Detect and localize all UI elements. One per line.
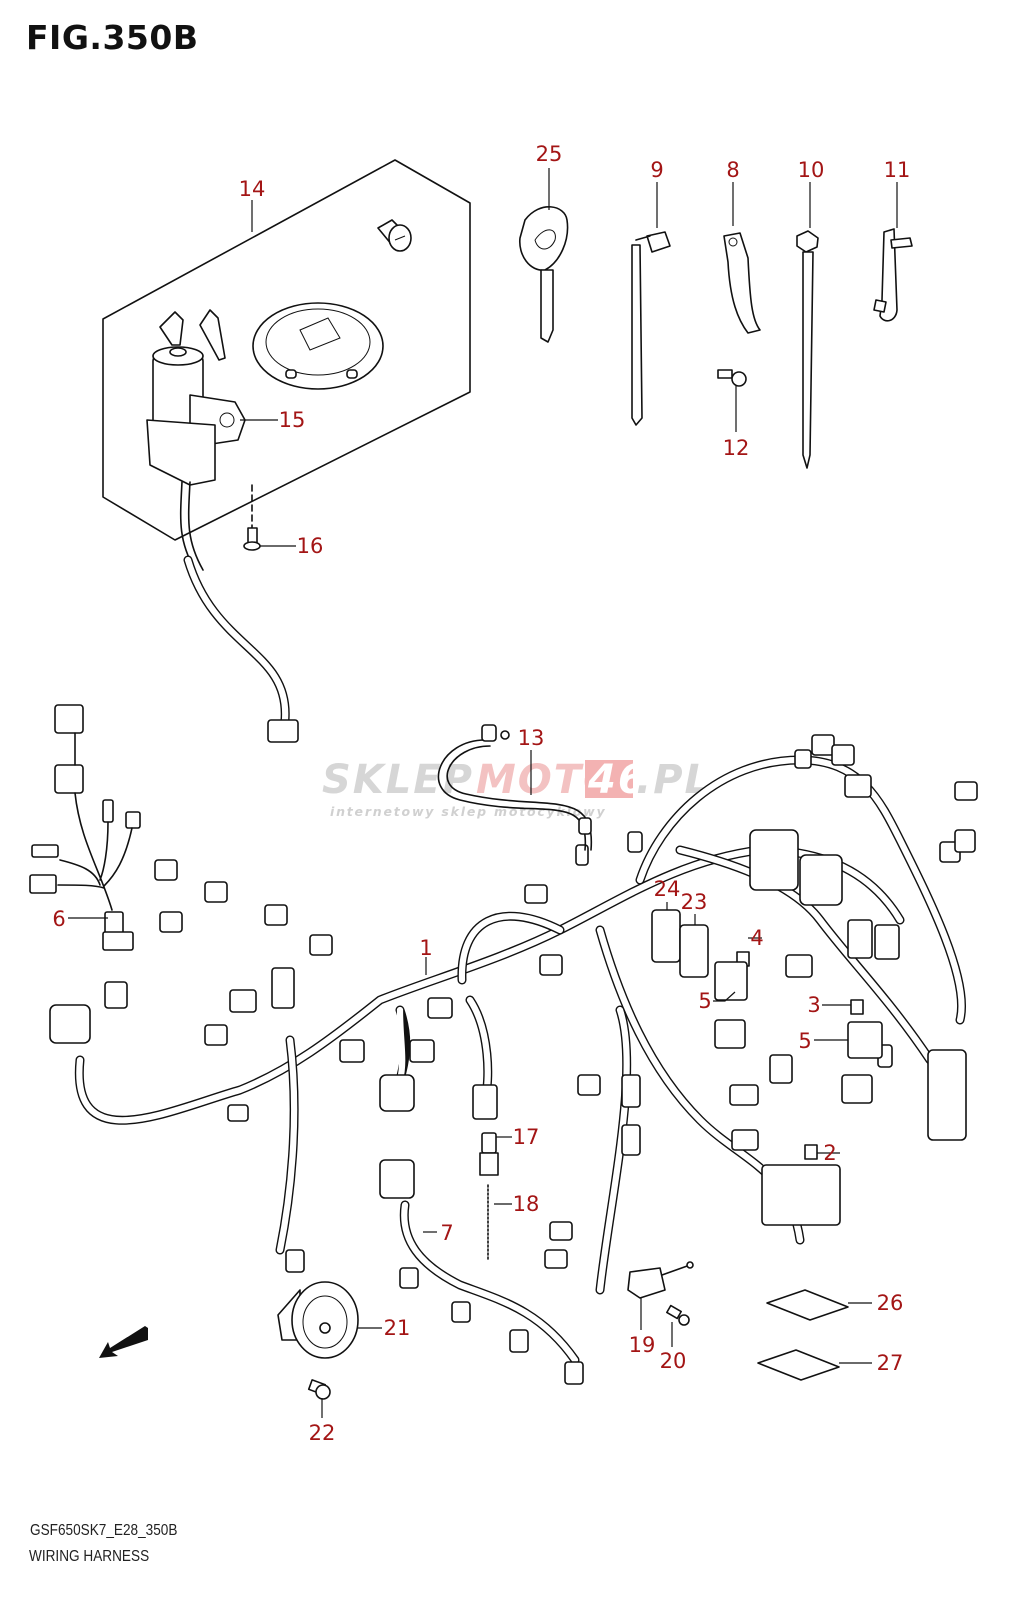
callout-labels: 1 2 3 4 5 5 6 7 8 9 10 11 12 13 14 15 16… xyxy=(52,142,910,1445)
callout-8[interactable]: 8 xyxy=(726,158,739,182)
callout-18[interactable]: 18 xyxy=(513,1192,540,1216)
callout-17[interactable]: 17 xyxy=(513,1125,540,1149)
ignition-connector xyxy=(267,719,299,743)
cable-tie-mount-9-part[interactable] xyxy=(631,231,671,426)
watermark-tagline: internetowy sklep motocyklowy xyxy=(330,804,606,819)
callout-22[interactable]: 22 xyxy=(309,1421,336,1445)
pad-26-part[interactable] xyxy=(766,1289,849,1321)
bolt-22-part[interactable] xyxy=(307,1379,331,1400)
relay-23-part[interactable] xyxy=(679,924,709,978)
harness-connectors xyxy=(154,734,978,1226)
sub-harness-7-part[interactable] xyxy=(379,1159,584,1385)
lock-set-group xyxy=(102,159,471,743)
callout-24[interactable]: 24 xyxy=(654,877,681,901)
clamp-8-part[interactable] xyxy=(723,232,761,334)
key-25-part[interactable] xyxy=(519,206,569,343)
left-round-connector xyxy=(49,1004,91,1044)
callout-10[interactable]: 10 xyxy=(798,158,825,182)
pad-27-part[interactable] xyxy=(757,1349,840,1381)
callout-15[interactable]: 15 xyxy=(279,408,306,432)
horn-21-part[interactable] xyxy=(277,1281,359,1359)
fuel-cap-part[interactable] xyxy=(252,302,384,390)
callout-13[interactable]: 13 xyxy=(518,726,545,750)
callout-3[interactable]: 3 xyxy=(807,993,820,1017)
callout-16[interactable]: 16 xyxy=(297,534,324,558)
bolt-16-part[interactable] xyxy=(243,484,261,551)
callout-26[interactable]: 26 xyxy=(877,1291,904,1315)
left-small-connector xyxy=(104,981,128,1009)
callout-2[interactable]: 2 xyxy=(823,1141,836,1165)
cable-tie-10-part[interactable] xyxy=(796,230,819,469)
watermark-number-box xyxy=(585,760,633,798)
fuse-holder-5b-part[interactable] xyxy=(847,1021,883,1059)
callout-6[interactable]: 6 xyxy=(52,907,65,931)
callout-11[interactable]: 11 xyxy=(884,158,911,182)
fuse-holder-5a-part[interactable] xyxy=(714,961,748,1001)
callout-1[interactable]: 1 xyxy=(419,936,432,960)
callout-5b[interactable]: 5 xyxy=(798,1029,811,1053)
lock-set-outline xyxy=(102,159,471,541)
fuse-2-part[interactable] xyxy=(804,1144,818,1160)
callout-20[interactable]: 20 xyxy=(660,1349,687,1373)
screw-12-part[interactable] xyxy=(717,369,747,387)
stop-switch-17-part[interactable] xyxy=(479,1132,499,1176)
callout-21[interactable]: 21 xyxy=(384,1316,411,1340)
figure-name: WIRING HARNESS xyxy=(29,1548,150,1565)
seat-lock-part[interactable] xyxy=(377,219,412,252)
callout-19[interactable]: 19 xyxy=(629,1333,656,1357)
screw-20-part[interactable] xyxy=(666,1304,690,1326)
clip-11-part[interactable] xyxy=(873,228,913,322)
callout-5a[interactable]: 5 xyxy=(698,989,711,1013)
ignition-switch-part[interactable] xyxy=(146,309,246,571)
callout-14[interactable]: 14 xyxy=(239,177,266,201)
fuse-3-part[interactable] xyxy=(850,999,864,1015)
leader-lines xyxy=(68,168,898,1418)
lead-wire-13-part[interactable] xyxy=(437,724,593,851)
callout-12[interactable]: 12 xyxy=(723,436,750,460)
callout-27[interactable]: 27 xyxy=(877,1351,904,1375)
sub-harness-6-part[interactable] xyxy=(29,704,141,951)
callout-9[interactable]: 9 xyxy=(650,158,663,182)
callout-25[interactable]: 25 xyxy=(536,142,563,166)
callout-23[interactable]: 23 xyxy=(681,890,708,914)
watermark-brand-number: 46 xyxy=(587,757,648,803)
horn-connector xyxy=(285,1249,305,1273)
side-stand-switch-19-part[interactable] xyxy=(627,1261,694,1299)
relay-24-part[interactable] xyxy=(651,909,681,963)
callout-7[interactable]: 7 xyxy=(440,1221,453,1245)
model-code: GSF650SK7_E28_350B xyxy=(30,1522,178,1539)
figure-title: FIG.350B xyxy=(26,18,199,57)
front-direction-arrow-icon xyxy=(99,1326,148,1358)
watermark: SKLEP MOTO 46 .PL internetowy sklep moto… xyxy=(322,757,710,819)
callout-4[interactable]: 4 xyxy=(750,926,763,950)
